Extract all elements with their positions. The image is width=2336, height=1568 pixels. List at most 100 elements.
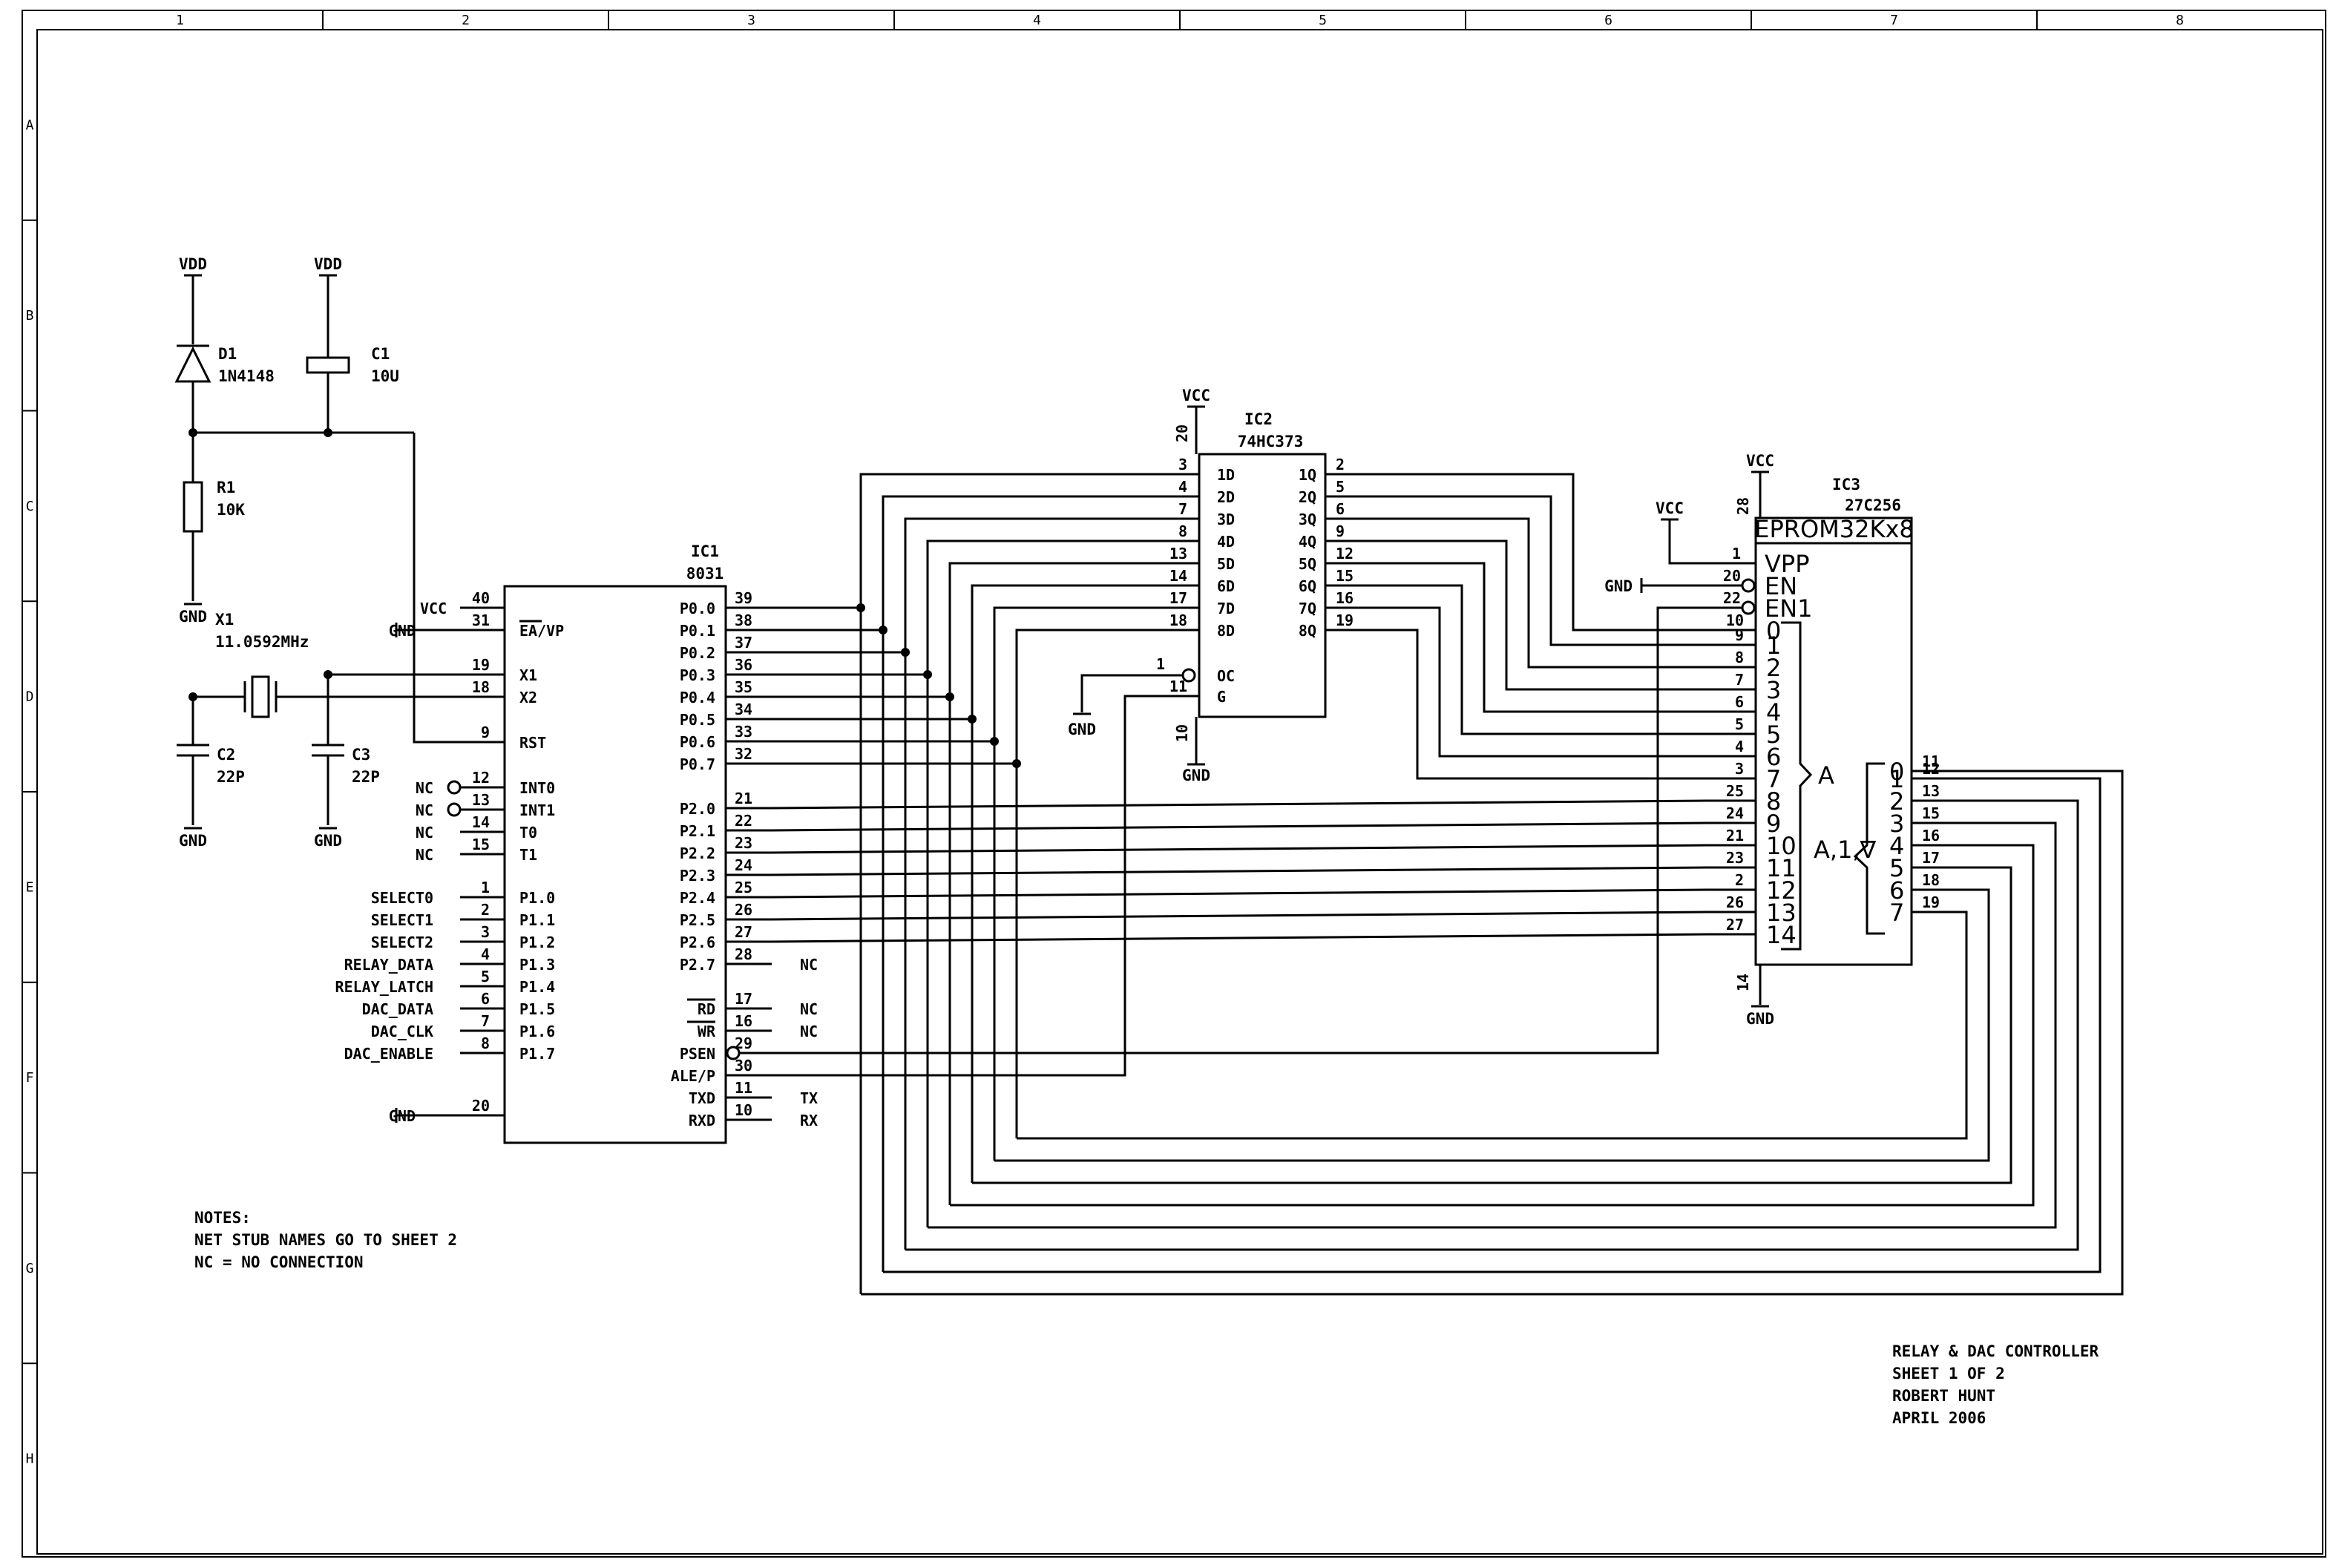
ic3-pin-number: 27: [1726, 916, 1744, 934]
reset-node-junction: [324, 428, 332, 437]
ic2-oc-to-gnd-wire: [1080, 674, 1183, 712]
c2-ref: C2: [217, 746, 235, 764]
ic1-net-label: TX: [800, 1089, 818, 1107]
ic1-pin-name: P1.0: [519, 889, 555, 907]
ic1-pin-name: P0.4: [680, 689, 715, 706]
ic1-net-vcc: VCC: [420, 600, 447, 617]
ic1-pin-number: 34: [735, 701, 752, 718]
ic2-pin-name: 4D: [1217, 533, 1235, 551]
ic3-gnd-pin: 14: [1734, 974, 1752, 991]
ic3-pin-number: 3: [1735, 760, 1744, 778]
p0-to-latch-wire: [882, 495, 1172, 1272]
ic1-net-label: DAC_CLK: [371, 1023, 433, 1040]
c1-supply-label: VDD: [314, 255, 342, 273]
eprom-data-return-wire: [950, 844, 2035, 1207]
ic1-pin-name: P0.1: [680, 622, 715, 640]
ic1-pin-number: 38: [735, 611, 752, 629]
ic1-net-label: RX: [800, 1112, 818, 1129]
ic1-net-label: SELECT1: [371, 911, 433, 929]
row-zone-label: H: [26, 1451, 34, 1467]
ic1-pin-number: 19: [472, 656, 490, 674]
row-zone-label: C: [26, 499, 34, 514]
eprom-data-return-wire: [861, 770, 2124, 1296]
ic2-oc-bubble: [1181, 668, 1196, 683]
ic2-pin-name: G: [1217, 688, 1226, 706]
ic3-pin-number: 17: [1922, 849, 1940, 867]
ic2-pin-name: 7Q: [1299, 600, 1316, 617]
d1-value: 1N4148: [218, 367, 275, 385]
ic3-pin-number: 19: [1922, 893, 1940, 911]
psen-to-eprom-oe-wire: [772, 606, 1742, 1054]
ic2-pin-number: 4: [1178, 478, 1187, 496]
ic1-pin-number: 23: [735, 834, 752, 852]
ic1-pin-number: 9: [481, 724, 490, 741]
ic1-net-gnd: GND: [389, 622, 416, 640]
ic1-net-label: NC: [416, 824, 433, 842]
ic1-ref: IC1: [691, 542, 719, 560]
ic2-pin-name: 3D: [1217, 511, 1235, 528]
ic3-address-brace: [1781, 621, 1813, 951]
ic1-pin-number: 32: [735, 745, 752, 763]
ic3-pin-name: VPP: [1765, 550, 1809, 578]
column-zone-label: 4: [1033, 13, 1041, 28]
ic1-pin-number: 1: [481, 879, 490, 896]
ic3-pin-number: 15: [1922, 804, 1940, 822]
ic2-supply-label: VCC: [1182, 387, 1210, 404]
column-zone-label: 1: [176, 13, 184, 28]
ic1-pin-number: 12: [472, 769, 490, 787]
r1-ref: R1: [217, 479, 235, 496]
x1-value: 11.0592MHz: [215, 633, 309, 651]
row-zone-label: B: [26, 308, 34, 324]
d1-ref: D1: [218, 345, 237, 363]
ic1-net-label: RELAY_DATA: [344, 956, 433, 974]
ic3-data-pin-name: 5: [1889, 854, 1904, 882]
ic1-pin-name: P1.7: [519, 1045, 555, 1063]
latch-to-eprom-address-wire: [1351, 495, 1707, 646]
ic2-pin-number: 14: [1169, 567, 1187, 585]
ic2-pin-name: 5D: [1217, 555, 1235, 573]
ic1-net-label: DAC_DATA: [362, 1000, 433, 1018]
ic1-pin-name: EA/VP: [519, 622, 564, 640]
ic1-pin-name: P2.1: [680, 822, 715, 840]
ic1-pin-number: 7: [481, 1012, 490, 1030]
ic1-net-label: NC: [800, 1023, 818, 1040]
ic1-pin-name: ALE/P: [671, 1067, 715, 1085]
parts-layer: [174, 274, 1913, 1144]
ic1-pin-number: 33: [735, 723, 752, 741]
ic1-pin-number: 27: [735, 923, 752, 941]
eprom-data-return-wire: [994, 888, 1990, 1162]
ic3-addr-pin-name: 8: [1766, 787, 1781, 816]
p0-to-latch-wire: [971, 584, 1172, 1183]
ic3-data-brace: [1853, 762, 1885, 935]
ic1-pin-name: TXD: [689, 1089, 715, 1107]
title-block-author: ROBERT HUNT: [1892, 1387, 1995, 1405]
ale-to-latch-enable-wire: [772, 695, 1172, 1077]
ic3-addr-pin-name: 9: [1766, 810, 1781, 838]
ic1-pin-name: P2.2: [680, 844, 715, 862]
reset-to-rst-wire: [413, 433, 505, 744]
ic1-pin-name: X2: [519, 689, 537, 706]
ic2-pin-number: 6: [1336, 500, 1345, 518]
ic1-net-label: NC: [416, 801, 433, 819]
ic1-pin-name: P0.0: [680, 600, 715, 617]
ic2-pin-name: 2D: [1217, 488, 1235, 506]
eprom-data-return-wire: [883, 777, 2102, 1273]
p0-to-latch-wire: [993, 606, 1172, 1161]
ic1-pin-name: P1.6: [519, 1023, 555, 1040]
ic3-vpp-supply-label: VCC: [1656, 499, 1684, 517]
ic3-body: [1754, 516, 1913, 966]
ic2-pin-name: 8Q: [1299, 622, 1316, 640]
ic3-pin-number: 21: [1726, 827, 1744, 844]
ic3-pin-name: EN: [1765, 572, 1797, 600]
ic1-pin-name: P0.5: [680, 711, 715, 729]
column-zone-label: 2: [462, 13, 470, 28]
ic1-net-label: DAC_ENABLE: [344, 1045, 433, 1063]
ic3-pin-number: 8: [1735, 649, 1744, 666]
p2-to-eprom-address-wire: [771, 866, 1707, 876]
ic1-net-gnd: GND: [389, 1107, 416, 1125]
ic3-data-pin-name: 6: [1889, 876, 1904, 905]
ic3-pin-number: 25: [1726, 782, 1744, 800]
ic1-pin-number: 11: [735, 1079, 752, 1097]
ic3-data-group-label: A,1,∇: [1814, 836, 1877, 864]
ic1-pin-name: WR: [698, 1023, 716, 1040]
